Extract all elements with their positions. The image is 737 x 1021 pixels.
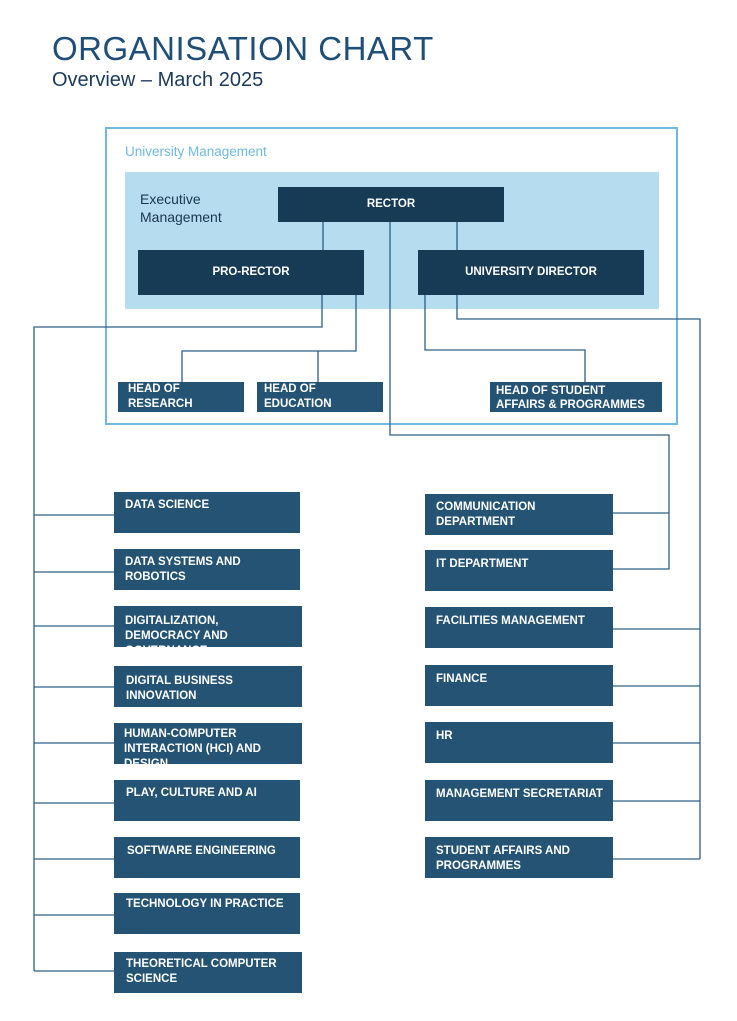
administration-box: MANAGEMENT SECRETARIAT [425,780,613,821]
department-box: THEORETICAL COMPUTER SCIENCE [114,952,302,993]
rector-box: RECTOR [278,187,504,222]
administration-box: HR [425,722,613,763]
department-box: SOFTWARE ENGINEERING [114,837,300,878]
administration-box: FACILITIES MANAGEMENT [425,607,613,648]
department-box: HUMAN-COMPUTER INTERACTION (HCI) AND DES… [114,723,302,770]
administration-box: FINANCE [425,665,613,706]
university-director-box: UNIVERSITY DIRECTOR [418,250,644,295]
head-of-research-box: HEAD OF RESEARCH [118,382,244,412]
head-of-student-affairs-box: HEAD OF STUDENT AFFAIRS & PROGRAMMES [490,382,662,412]
university-management-frame [105,127,678,425]
department-box: DIGITAL BUSINESS INNOVATION [114,666,302,707]
administration-box: COMMUNICATION DEPARTMENT [425,494,613,535]
administration-box: IT DEPARTMENT [425,550,613,591]
page-subtitle: Overview – March 2025 [52,69,264,91]
university-management-label: University Management [125,144,267,159]
page-title: ORGANISATION CHART [52,30,434,67]
executive-management-label: Executive Management [140,191,222,225]
department-box: DIGITALIZATION, DEMOCRACY AND GOVERNANCE [114,606,302,657]
administration-box: STUDENT AFFAIRS AND PROGRAMMES [425,837,613,878]
department-box: DATA SCIENCE [114,492,300,533]
head-of-education-box: HEAD OF EDUCATION [257,382,383,412]
pro-rector-box: PRO-RECTOR [138,250,364,295]
department-box: TECHNOLOGY IN PRACTICE [114,893,300,934]
department-box: PLAY, CULTURE AND AI [114,780,300,821]
department-box: DATA SYSTEMS AND ROBOTICS [114,549,300,590]
